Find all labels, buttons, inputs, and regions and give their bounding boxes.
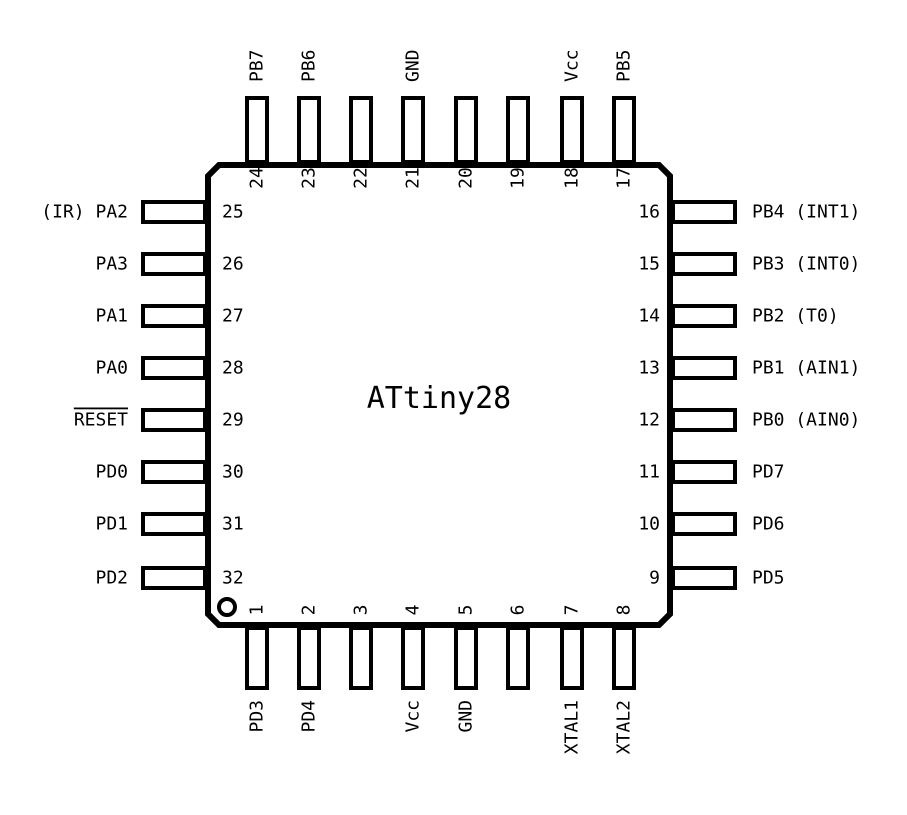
pin-number-1: 1	[247, 605, 268, 616]
pin-name-14: PB2 (T0)	[752, 306, 839, 327]
pin-number-24: 24	[247, 167, 268, 189]
pin-lead-24	[245, 96, 269, 164]
pin-number-13: 13	[638, 358, 660, 379]
pin-number-4: 4	[403, 605, 424, 616]
pin-lead-4	[401, 626, 425, 690]
pin-lead-7	[560, 626, 584, 690]
pin-number-31: 31	[222, 514, 244, 535]
pin-name-24: PB7	[247, 49, 268, 82]
pin-lead-5	[454, 626, 478, 690]
pin-lead-6	[506, 626, 530, 690]
pin-name-8: XTAL2	[614, 700, 635, 754]
pin-lead-11	[671, 460, 737, 484]
pin-name-28: PA0	[95, 358, 128, 379]
pin-number-2: 2	[299, 605, 320, 616]
pin-name-10: PD6	[752, 514, 785, 535]
pin-lead-8	[612, 626, 636, 690]
pin-lead-2	[297, 626, 321, 690]
pin-lead-30	[141, 460, 207, 484]
pin-name-4: Vcc	[403, 700, 424, 733]
pin-number-29: 29	[222, 410, 244, 431]
pin-name-11: PD7	[752, 462, 785, 483]
pin-name-23: PB6	[299, 49, 320, 82]
pin-lead-18	[560, 96, 584, 164]
pin-number-22: 22	[351, 167, 372, 189]
pin-lead-26	[141, 252, 207, 276]
pin-name-15: PB3 (INT0)	[752, 254, 860, 275]
pin-name-31: PD1	[95, 514, 128, 535]
pin-number-15: 15	[638, 254, 660, 275]
chip-name: ATtiny28	[367, 381, 512, 416]
pin-number-3: 3	[351, 605, 372, 616]
pin-number-28: 28	[222, 358, 244, 379]
pin-name-32: PD2	[95, 568, 128, 589]
pin-lead-9	[671, 566, 737, 590]
pin-name-29: RESET	[74, 410, 128, 431]
pin-number-26: 26	[222, 254, 244, 275]
pin-name-13: PB1 (AIN1)	[752, 358, 860, 379]
pin-lead-28	[141, 356, 207, 380]
pin-number-6: 6	[508, 605, 529, 616]
chip-body	[205, 162, 673, 628]
pin-lead-16	[671, 200, 737, 224]
pin-name-27: PA1	[95, 306, 128, 327]
pin-number-30: 30	[222, 462, 244, 483]
pin-lead-21	[401, 96, 425, 164]
pin-lead-15	[671, 252, 737, 276]
pin-lead-22	[349, 96, 373, 164]
pin-name-12: PB0 (AIN0)	[752, 410, 860, 431]
pin-lead-20	[454, 96, 478, 164]
pin-number-16: 16	[638, 202, 660, 223]
pin-name-30: PD0	[95, 462, 128, 483]
pin-number-7: 7	[562, 605, 583, 616]
pin-name-21: GND	[403, 49, 424, 82]
pin-lead-31	[141, 512, 207, 536]
pin-lead-10	[671, 512, 737, 536]
pin-number-17: 17	[614, 167, 635, 189]
pin-number-32: 32	[222, 568, 244, 589]
pin-lead-32	[141, 566, 207, 590]
pin-lead-25	[141, 200, 207, 224]
pin-name-26: PA3	[95, 254, 128, 275]
pin-name-5: GND	[456, 700, 477, 733]
pin-lead-27	[141, 304, 207, 328]
pin-number-8: 8	[614, 605, 635, 616]
pin-number-21: 21	[403, 167, 424, 189]
pin-lead-29	[141, 408, 207, 432]
pin-lead-17	[612, 96, 636, 164]
pin-name-25: (IR) PA2	[41, 202, 128, 223]
pin-name-2: PD4	[299, 700, 320, 733]
pin-lead-14	[671, 304, 737, 328]
pin1-marker	[217, 597, 237, 617]
pin-name-1: PD3	[247, 700, 268, 733]
pin-number-23: 23	[299, 167, 320, 189]
pin-number-11: 11	[638, 462, 660, 483]
pin-name-7: XTAL1	[562, 700, 583, 754]
pin-name-16: PB4 (INT1)	[752, 202, 860, 223]
pin-lead-13	[671, 356, 737, 380]
pin-lead-3	[349, 626, 373, 690]
pin-number-19: 19	[508, 167, 529, 189]
pin-name-17: PB5	[614, 49, 635, 82]
pin-number-20: 20	[456, 167, 477, 189]
pin-lead-1	[245, 626, 269, 690]
pin-number-5: 5	[456, 605, 477, 616]
pin-lead-12	[671, 408, 737, 432]
pin-number-12: 12	[638, 410, 660, 431]
pin-name-18: Vcc	[562, 49, 583, 82]
pin-number-14: 14	[638, 306, 660, 327]
pin-lead-19	[506, 96, 530, 164]
pin-number-27: 27	[222, 306, 244, 327]
pin-lead-23	[297, 96, 321, 164]
pin-number-18: 18	[562, 167, 583, 189]
pin-number-10: 10	[638, 514, 660, 535]
pin-number-25: 25	[222, 202, 244, 223]
pin-name-9: PD5	[752, 568, 785, 589]
pin-number-9: 9	[649, 568, 660, 589]
